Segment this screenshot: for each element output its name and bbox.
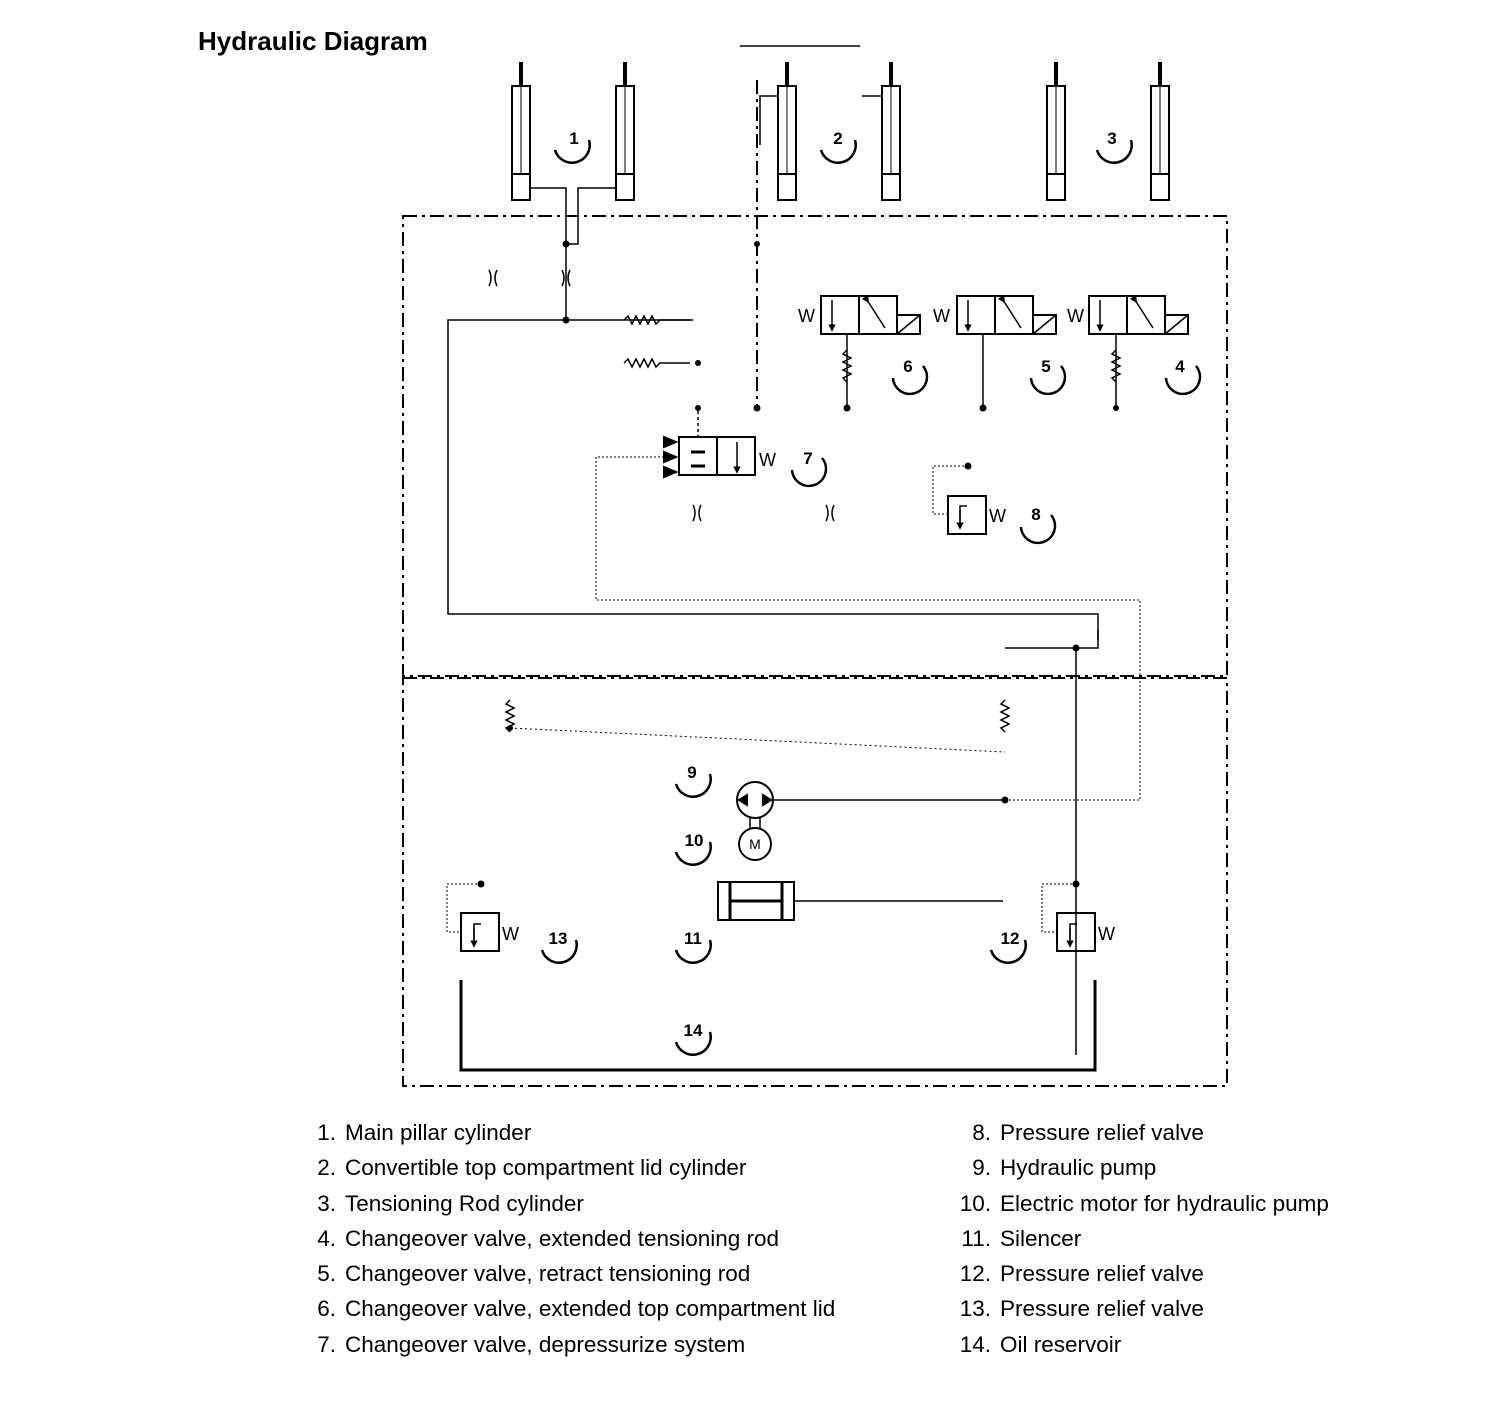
changeover-valve-7 (663, 435, 756, 479)
callout-5: 5 (1041, 357, 1050, 376)
oil-reservoir (459, 980, 1097, 1072)
callout-2: 2 (833, 129, 842, 148)
changeover-valve-4 (1088, 294, 1189, 408)
legend-item: 12.Pressure relief valve (959, 1261, 1204, 1287)
spring-label-8: W (989, 506, 1006, 526)
changeover-valve-6 (820, 294, 921, 408)
hydraulic-pump (736, 781, 1005, 828)
lower-power-unit-block (402, 677, 1228, 1087)
spring-label-13: W (502, 924, 519, 944)
callout-3: 3 (1107, 129, 1116, 148)
spring-label-4: W (1067, 306, 1084, 326)
junction-dots (477, 240, 1119, 888)
callout-4: 4 (1175, 357, 1185, 376)
diagram-title: Hydraulic Diagram (198, 26, 428, 56)
callout-10: 10 (685, 831, 704, 850)
upper-control-block (402, 215, 1228, 677)
legend-item: 8.Pressure relief valve (972, 1120, 1204, 1145)
legend-item: 4.Changeover valve, extended tensioning … (317, 1225, 780, 1251)
legend-left: 1.Main pillar cylinder 2.Convertible top… (300, 1120, 835, 1367)
callout-11: 11 (684, 929, 702, 948)
legend-right: 8.Pressure relief valve 9.Hydraulic pump… (955, 1120, 1329, 1367)
pressure-relief-valve-12 (1041, 883, 1096, 952)
callout-8: 8 (1031, 505, 1040, 524)
legend-item: 14.Oil reservoir (959, 1331, 1122, 1357)
legend-item: 7.Changeover valve, depressurize system (317, 1331, 746, 1357)
legend-item: 6.Changeover valve, extended top compart… (317, 1296, 836, 1322)
legend-item: 1.Main pillar cylinder (317, 1120, 532, 1145)
legend-item: 10.Electric motor for hydraulic pump (959, 1190, 1329, 1216)
main-pillar-cylinder-right (615, 62, 635, 201)
legend-item: 9.Hydraulic pump (972, 1155, 1157, 1181)
lid-cylinder-left (777, 62, 797, 201)
tensioning-rod-cylinder-left (1046, 62, 1066, 201)
orifice-symbols (488, 269, 835, 522)
callout-9: 9 (687, 763, 696, 782)
pressure-relief-valve-8 (932, 465, 987, 535)
spring-label-12: W (1098, 924, 1115, 944)
callout-7: 7 (803, 449, 812, 468)
legend-item: 5.Changeover valve, retract tensioning r… (317, 1261, 751, 1287)
callout-12: 12 (1001, 929, 1020, 948)
electric-motor (738, 827, 772, 861)
callout-13: 13 (549, 929, 568, 948)
tensioning-rod-cylinder-right (1150, 62, 1170, 201)
silencer (717, 881, 1003, 921)
motor-label: M (749, 836, 761, 852)
callout-1: 1 (569, 129, 578, 148)
callout-6: 6 (903, 357, 912, 376)
legend-item: 13.Pressure relief valve (959, 1296, 1204, 1322)
legend-item: 2.Convertible top compartment lid cylind… (317, 1155, 747, 1181)
spring-label-7: W (759, 450, 776, 470)
pressure-relief-valve-13 (446, 883, 500, 952)
spring-label-5: W (933, 306, 950, 326)
hydraulic-schematic: 1 2 3 4 5 6 7 8 9 10 11 12 13 14 W W W W… (402, 45, 1228, 1087)
spring-label-6: W (798, 306, 815, 326)
legend-item: 11.Silencer (961, 1225, 1082, 1251)
changeover-valve-5 (956, 294, 1057, 408)
lid-cylinder-right (881, 62, 901, 201)
main-pillar-cylinder-left (511, 62, 531, 201)
legend-item: 3.Tensioning Rod cylinder (317, 1190, 584, 1216)
callout-14: 14 (684, 1021, 703, 1040)
